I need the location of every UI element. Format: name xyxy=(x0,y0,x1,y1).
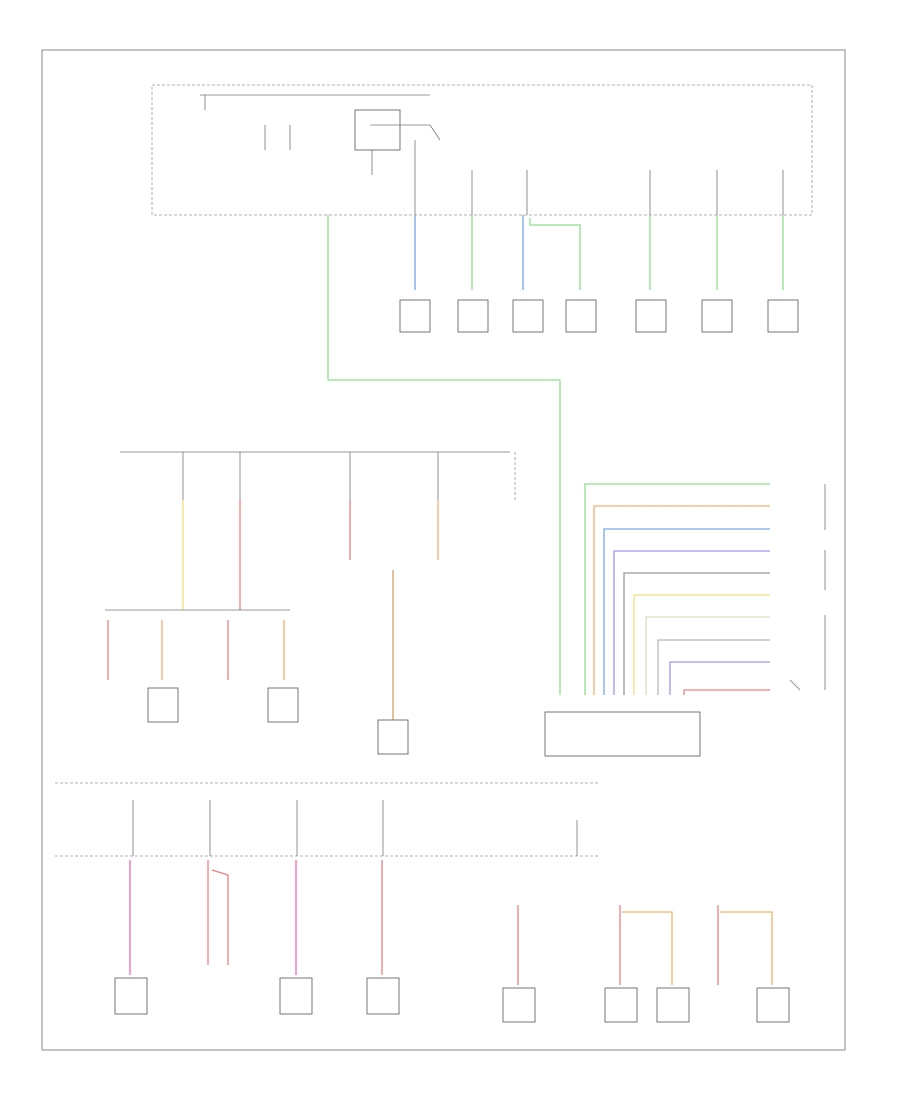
bottom-fuse-block xyxy=(55,800,600,857)
front-fuse-box xyxy=(151,84,813,216)
middle-left-fuse-block xyxy=(120,451,516,500)
outer-frame xyxy=(41,49,846,1051)
wire-green-to-can-module xyxy=(327,215,561,695)
wire-orange-8 xyxy=(622,911,673,985)
component-top-6 xyxy=(701,299,733,333)
fuse-box-relay xyxy=(354,109,441,175)
bottom-wires xyxy=(129,860,773,985)
can-module-section xyxy=(544,483,826,757)
component-bottom-3 xyxy=(366,977,400,1015)
top-components xyxy=(399,299,799,333)
component-bottom-1 xyxy=(114,977,148,1015)
component-mid-2 xyxy=(267,687,299,723)
fuse-box-internal-relay xyxy=(264,125,291,150)
middle-left-wires xyxy=(105,500,439,720)
component-mid-3 xyxy=(377,719,409,755)
component-bottom-7 xyxy=(756,987,790,1023)
component-top-3 xyxy=(512,299,544,333)
wire-green-4 xyxy=(529,218,581,290)
fuse-box-power-bar xyxy=(200,94,430,110)
component-bottom-2 xyxy=(279,977,313,1015)
bottom-components xyxy=(114,977,790,1023)
top-branch-wires xyxy=(327,215,784,695)
wire-red-3 xyxy=(211,869,229,965)
component-bottom-4 xyxy=(502,987,536,1023)
component-top-1 xyxy=(399,299,431,333)
can-module-right-connectors xyxy=(789,484,826,691)
component-bottom-6 xyxy=(656,987,690,1023)
can-module-wires xyxy=(584,483,770,695)
front-fuse-box-outline xyxy=(151,84,813,216)
wire-orange-10 xyxy=(720,911,773,985)
component-top-4 xyxy=(565,299,597,333)
component-top-5 xyxy=(635,299,667,333)
component-mid-1 xyxy=(147,687,179,723)
fuse-box-fuses xyxy=(414,170,784,215)
component-top-2 xyxy=(457,299,489,333)
can-module-box xyxy=(544,711,701,757)
middle-left-components xyxy=(147,687,409,755)
component-bottom-5 xyxy=(604,987,638,1023)
component-top-7 xyxy=(767,299,799,333)
